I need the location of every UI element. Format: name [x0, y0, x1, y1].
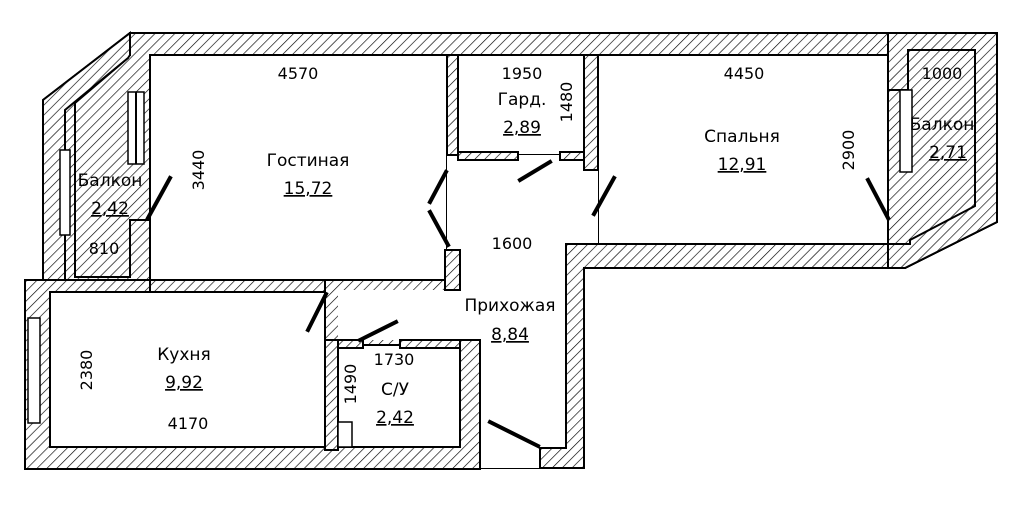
- dim-kitchen-depth: 2380: [77, 350, 96, 391]
- dim-bathroom-width: 1730: [374, 350, 415, 369]
- door-balcony-left: [145, 175, 173, 221]
- door-balcony-right: [865, 177, 891, 221]
- bathroom-top-wall-right: [399, 339, 461, 349]
- door-living-upper: [427, 169, 449, 205]
- dim-living-width: 4570: [278, 64, 319, 83]
- door-kitchen: [305, 291, 329, 333]
- bathroom-shaft: [337, 421, 353, 448]
- wardrobe-name: Гард.: [498, 90, 547, 110]
- dim-balcony-left-width: 810: [89, 239, 120, 258]
- window-bedroom: [899, 89, 913, 173]
- living-kitchen-pillar: [444, 249, 461, 291]
- balcony-left-name: Балкон: [78, 171, 143, 191]
- dim-wardrobe-depth: 1480: [557, 82, 576, 123]
- bathroom-top-wall-left: [337, 339, 364, 349]
- bedroom-area-value: 12,91: [718, 155, 767, 175]
- balcony-right-area-value: 2,71: [929, 143, 967, 163]
- door-bathroom: [357, 319, 399, 343]
- window-kitchen: [27, 317, 41, 424]
- wardrobe-bottom-wall: [457, 151, 519, 161]
- dim-hall-width: 1600: [492, 234, 533, 253]
- dim-balcony-right-width: 1000: [922, 64, 963, 83]
- right-balcony-walls: [887, 32, 998, 269]
- wardrobe-right-wall: [583, 54, 599, 171]
- window-balcony-left: [59, 149, 71, 236]
- dim-bedroom-width: 4450: [724, 64, 765, 83]
- door-entrance: [487, 419, 541, 449]
- kitchen-area-value: 9,92: [165, 373, 203, 393]
- bathroom-name: С/У: [381, 380, 410, 400]
- dim-bedroom-depth: 2900: [839, 130, 858, 171]
- balcony-right-name: Балкон: [910, 115, 975, 135]
- wardrobe-area-value: 2,89: [503, 118, 541, 138]
- dim-living-depth: 3440: [189, 150, 208, 191]
- dim-wardrobe-width: 1950: [502, 64, 543, 83]
- bedroom-name: Спальня: [704, 127, 780, 147]
- hall-area-value: 8,84: [491, 325, 529, 345]
- hall-name: Прихожая: [464, 296, 555, 316]
- door-bedroom: [591, 175, 617, 217]
- kitchen-name: Кухня: [157, 345, 211, 365]
- wardrobe-bottom-wall-right: [559, 151, 585, 161]
- hall-area: [338, 155, 598, 468]
- kitchen-top-wall: [149, 279, 326, 293]
- wardrobe-left-wall: [446, 54, 459, 156]
- bathroom-left-wall: [324, 339, 339, 451]
- living-room-name: Гостиная: [267, 151, 350, 171]
- living-room-area-value: 15,72: [284, 179, 333, 199]
- balcony-left-area-value: 2,42: [91, 199, 129, 219]
- dim-kitchen-width: 4170: [168, 414, 209, 433]
- bathroom-area-value: 2,42: [376, 408, 414, 428]
- dim-bathroom-depth: 1490: [341, 364, 360, 405]
- door-living-lower: [427, 209, 451, 248]
- door-wardrobe: [517, 159, 553, 183]
